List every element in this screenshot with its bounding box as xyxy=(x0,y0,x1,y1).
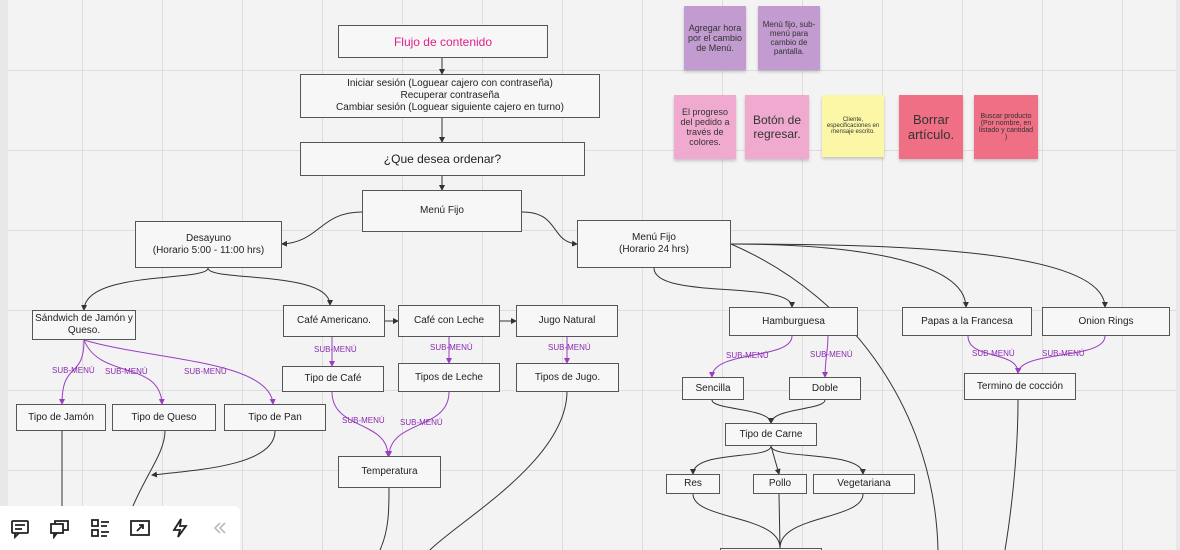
sticky-note-buscar[interactable]: Buscar producto (Por nombre, en listado … xyxy=(974,95,1038,159)
tipos-leche-node[interactable]: Tipos de Leche xyxy=(398,363,500,392)
pollo-node[interactable]: Pollo xyxy=(753,474,807,494)
tipo-jamon-node[interactable]: Tipo de Jamón xyxy=(16,404,106,431)
res-node[interactable]: Res xyxy=(666,474,720,494)
sticky-note-menu-fijo[interactable]: Menú fijo, sub-menú para cambio de panta… xyxy=(758,6,820,70)
sandwich-node[interactable]: Sándwich de Jamón y Queso. xyxy=(32,310,136,340)
lightning-icon[interactable] xyxy=(160,508,200,548)
submenu-label: SUB-MENÚ xyxy=(972,349,1015,358)
whiteboard-canvas[interactable]: Flujo de contenido Iniciar sesión (Logue… xyxy=(8,0,1176,550)
card-list-icon[interactable] xyxy=(80,508,120,548)
cafe-americano-node[interactable]: Café Americano. xyxy=(283,305,385,337)
submenu-label: SUB-MENÚ xyxy=(810,350,853,359)
submenu-label: SUB-MENÚ xyxy=(400,418,443,427)
vegetariana-node[interactable]: Vegetariana xyxy=(813,474,915,494)
login-node[interactable]: Iniciar sesión (Loguear cajero con contr… xyxy=(300,74,600,118)
submenu-label: SUB-MENÚ xyxy=(548,343,591,352)
menu-24-node[interactable]: Menú Fijo (Horario 24 hrs) xyxy=(577,220,731,268)
tipo-carne-node[interactable]: Tipo de Carne xyxy=(725,423,817,446)
submenu-label: SUB-MENÚ xyxy=(1042,349,1085,358)
menu-fijo-node[interactable]: Menú Fijo xyxy=(362,190,522,232)
desayuno-node[interactable]: Desayuno (Horario 5:00 - 11:00 hrs) xyxy=(135,221,282,268)
question-node[interactable]: ¿Que desea ordenar? xyxy=(300,142,585,176)
onion-node[interactable]: Onion Rings xyxy=(1042,307,1170,336)
submenu-label: SUB-MENÚ xyxy=(105,367,148,376)
sticky-note-hora[interactable]: Agregar hora por el cambio de Menú. xyxy=(684,6,746,70)
hamburguesa-node[interactable]: Hamburguesa xyxy=(729,307,858,336)
sticky-note-progreso[interactable]: El progreso del pedido a través de color… xyxy=(674,95,736,159)
submenu-label: SUB-MENÚ xyxy=(430,343,473,352)
temperatura-node[interactable]: Temperatura xyxy=(338,456,441,488)
tipos-jugo-node[interactable]: Tipos de Jugo. xyxy=(516,363,619,392)
comment-icon[interactable] xyxy=(0,508,40,548)
submenu-label: SUB-MENÚ xyxy=(52,366,95,375)
submenu-label: SUB-MENÚ xyxy=(314,345,357,354)
bottom-node[interactable] xyxy=(720,548,822,550)
tipo-pan-node[interactable]: Tipo de Pan xyxy=(224,404,326,431)
sencilla-node[interactable]: Sencilla xyxy=(682,377,744,400)
submenu-label: SUB-MENÚ xyxy=(726,351,769,360)
submenu-label: SUB-MENÚ xyxy=(342,416,385,425)
jugo-node[interactable]: Jugo Natural xyxy=(516,305,618,337)
sticky-note-cliente[interactable]: Cliente, especificaciones en mensaje esc… xyxy=(822,95,884,157)
collapse-icon[interactable] xyxy=(200,508,240,548)
cafe-leche-node[interactable]: Café con Leche xyxy=(398,305,500,337)
sticky-note-borrar[interactable]: Borrar artículo. xyxy=(899,95,963,159)
tipo-cafe-node[interactable]: Tipo de Café xyxy=(282,366,384,392)
bottom-toolbar xyxy=(0,506,240,550)
termino-node[interactable]: Termino de cocción xyxy=(964,373,1076,400)
tipo-queso-node[interactable]: Tipo de Queso xyxy=(112,404,216,431)
submenu-label: SUB-MENÚ xyxy=(184,367,227,376)
title-node[interactable]: Flujo de contenido xyxy=(338,25,548,58)
papas-node[interactable]: Papas a la Francesa xyxy=(902,307,1032,336)
doble-node[interactable]: Doble xyxy=(789,377,861,400)
sticky-note-regresar[interactable]: Botón de regresar. xyxy=(745,95,809,159)
share-icon[interactable] xyxy=(120,508,160,548)
chat-icon[interactable] xyxy=(40,508,80,548)
